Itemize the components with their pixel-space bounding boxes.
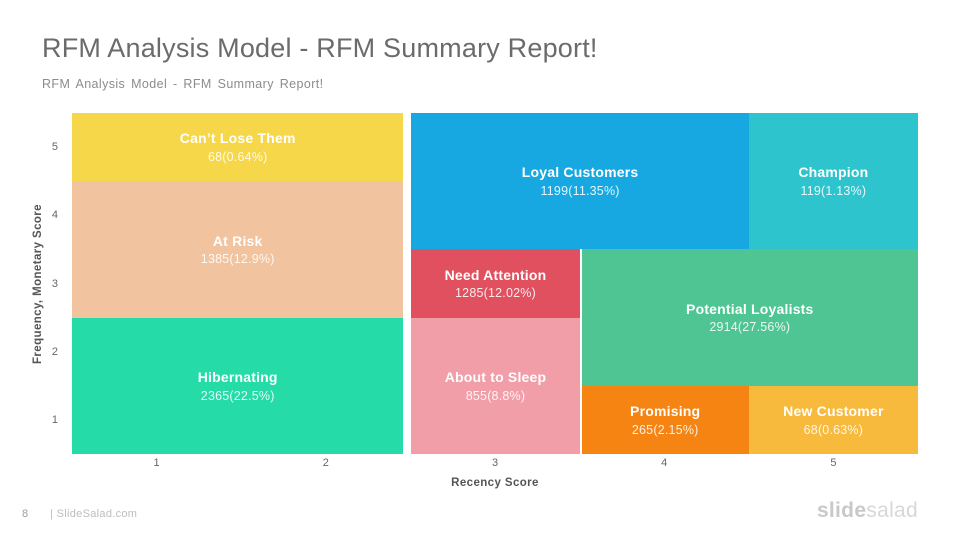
segment-value: 2914(27.56%) — [709, 320, 791, 335]
segment-loyal-customers[interactable]: Loyal Customers 1199(11.35%) — [411, 113, 749, 250]
segment-potential-loyalists[interactable]: Potential Loyalists 2914(27.56%) — [581, 249, 918, 386]
segment-label: Can’t Lose Them — [179, 130, 296, 147]
x-tick-4: 4 — [661, 457, 668, 469]
x-tick-2: 2 — [322, 457, 329, 469]
y-tick-2: 2 — [51, 345, 58, 358]
segment-label: At Risk — [212, 232, 263, 249]
segment-value: 68(0.64%) — [207, 149, 268, 164]
segment-value: 1285(12.02%) — [455, 286, 536, 301]
segment-label: About to Sleep — [444, 369, 547, 386]
segment-value: 119(1.13%) — [800, 183, 867, 198]
footer-site-link: | SlideSalad.com — [50, 508, 138, 520]
segment-can-t-lose-them[interactable]: Can’t Lose Them 68(0.64%) — [72, 113, 404, 182]
segment-value: 2365(22.5%) — [200, 388, 275, 403]
segment-at-risk[interactable]: At Risk 1385(12.9%) — [72, 181, 404, 318]
y-tick-3: 3 — [51, 277, 58, 290]
segment-value: 68(0.63%) — [803, 422, 864, 437]
y-tick-1: 1 — [51, 413, 58, 426]
slide-title: RFM Analysis Model - RFM Summary Report! — [42, 33, 598, 63]
segment-promising[interactable]: Promising 265(2.15%) — [581, 385, 749, 454]
chart-plot-area: Can’t Lose Them 68(0.64%) At Risk 1385(12.9… — [72, 113, 918, 454]
x-axis-title: Recency Score — [451, 477, 539, 489]
segment-value: 1199(11.35%) — [540, 183, 620, 198]
segment-label: Loyal Customers — [521, 164, 639, 181]
logo-salad-part: salad — [866, 499, 918, 522]
segment-need-attention[interactable]: Need Attention 1285(12.02%) — [411, 249, 580, 318]
y-tick-5: 5 — [51, 141, 58, 154]
page-number: 8 — [22, 508, 29, 520]
segment-about-to-sleep[interactable]: About to Sleep 855(8.8%) — [411, 317, 580, 454]
segment-label: Champion — [798, 164, 869, 181]
segment-value: 1385(12.9%) — [200, 252, 275, 267]
segment-label: New Customer — [783, 403, 884, 420]
segment-label: Hibernating — [197, 369, 278, 386]
y-tick-4: 4 — [51, 209, 58, 222]
segment-new-customer[interactable]: New Customer 68(0.63%) — [748, 385, 918, 454]
segment-label: Need Attention — [444, 266, 547, 283]
slidesalad-logo: slidesalad — [817, 499, 918, 523]
logo-slide-part: slide — [816, 499, 867, 522]
segment-value: 855(8.8%) — [465, 388, 526, 403]
footer: 8 | SlideSalad.com — [22, 508, 137, 520]
segment-champion[interactable]: Champion 119(1.13%) — [748, 113, 918, 250]
x-tick-3: 3 — [491, 457, 499, 469]
x-tick-1: 1 — [153, 457, 160, 469]
segment-hibernating[interactable]: Hibernating 2365(22.5%) — [72, 317, 404, 454]
segment-label: Promising — [630, 403, 701, 420]
slide-subtitle: RFM Analysis Model - RFM Summary Report! — [42, 77, 324, 91]
segment-value: 265(2.15%) — [631, 422, 699, 437]
x-tick-5: 5 — [830, 457, 837, 469]
segment-label: Potential Loyalists — [686, 300, 814, 317]
